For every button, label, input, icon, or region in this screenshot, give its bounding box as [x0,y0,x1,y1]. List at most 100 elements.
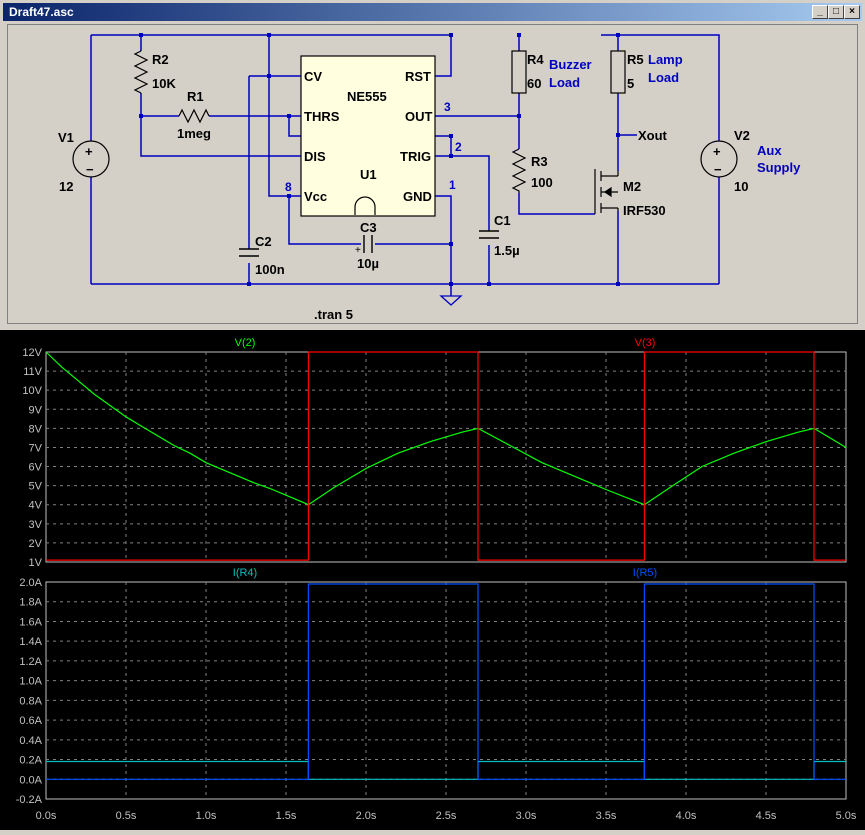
close-button[interactable]: × [844,5,860,19]
r4-name: R4 [527,52,544,67]
m2-value: IRF530 [623,203,666,218]
v1-source[interactable]: + − [72,140,110,178]
current-x-tick-label: 3.5s [596,810,617,822]
spice-directive[interactable]: .tran 5 [314,307,353,322]
ne555-part-label: NE555 [347,89,387,104]
v1-name: V1 [58,130,74,145]
c3-name: C3 [360,220,377,235]
c2-capacitor[interactable] [239,248,259,257]
junction-dots [139,33,620,286]
r5-resistor[interactable] [610,50,626,94]
c3-polarity: + [355,245,361,256]
current-y-tick-label: -0.2A [16,794,43,806]
r1-resistor[interactable] [178,108,210,124]
pin-cv-label: CV [304,69,322,84]
current-y-tick-label: 0.0A [19,774,42,786]
pin-dis-label: DIS [304,149,326,164]
current-y-tick-label: 0.6A [19,715,42,727]
r4-resistor[interactable] [511,50,527,94]
c1-name: C1 [494,213,511,228]
current-x-tick-label: 0.5s [116,810,137,822]
pin-thrs-label: THRS [304,109,340,124]
schematic-drawing: CV RST THRS OUT DIS TRIG Vcc GND NE555 U… [58,33,801,322]
r1-name: R1 [187,89,204,104]
r1-value: 1meg [177,126,211,141]
current-x-tick-label: 5.0s [836,810,857,822]
r3-resistor[interactable] [511,148,527,193]
c2-value: 100n [255,262,285,277]
current-y-tick-label: 0.4A [19,735,42,747]
voltage-y-tick-label: 10V [22,385,42,397]
schematic-window: Draft47.asc _ □ × [0,0,865,330]
m2-name: M2 [623,179,641,194]
svg-text:+: + [85,144,93,159]
current-x-tick-label: 2.0s [356,810,377,822]
current-plot-pane[interactable]: -0.2A0.0A0.2A0.4A0.6A0.8A1.0A1.2A1.4A1.6… [16,567,857,822]
current-y-tick-label: 2.0A [19,577,42,589]
voltage-legend-label: V(2) [235,337,256,349]
v2-value: 10 [734,179,748,194]
r3-value: 100 [531,175,553,190]
ne555-notch [354,196,376,215]
r4-value: 60 [527,76,541,91]
pin-trig-label: TRIG [400,149,431,164]
voltage-y-tick-label: 1V [29,557,43,569]
ground-icon [439,295,463,306]
current-x-tick-label: 2.5s [436,810,457,822]
current-legend-label: I(R4) [233,567,257,579]
pin-gnd-label: GND [403,189,432,204]
window-title: Draft47.asc [9,5,74,19]
current-x-tick-label: 1.0s [196,810,217,822]
voltage-y-tick-label: 4V [29,500,43,512]
schematic-canvas[interactable]: CV RST THRS OUT DIS TRIG Vcc GND NE555 U… [7,24,858,324]
voltage-y-tick-label: 3V [29,519,43,531]
m2-mosfet[interactable] [594,169,619,214]
current-y-tick-label: 1.8A [19,597,42,609]
pin-out-label: OUT [405,109,433,124]
c3-capacitor[interactable] [363,235,373,253]
r2-value: 10K [152,76,176,91]
pin-vcc-number: 8 [285,180,292,194]
current-x-tick-label: 1.5s [276,810,297,822]
voltage-series-v2 [45,351,847,506]
current-y-tick-label: 1.0A [19,676,42,688]
voltage-y-tick-label: 6V [29,462,43,474]
r4-note-line1: Buzzer [549,57,592,72]
pin-vcc-label: Vcc [304,189,327,204]
current-y-tick-label: 0.8A [19,695,42,707]
voltage-legend-label: V(3) [635,337,656,349]
pin-trig-number: 2 [455,140,462,154]
c1-value: 1.5µ [494,243,520,258]
r2-resistor[interactable] [133,50,149,94]
voltage-series-v3 [46,351,846,561]
c2-name: C2 [255,234,272,249]
v2-note-line2: Supply [757,160,801,175]
ne555-body[interactable] [300,55,436,217]
v2-note-line1: Aux [757,143,782,158]
pin-rst-label: RST [405,69,431,84]
current-x-tick-label: 3.0s [516,810,537,822]
c3-value: 10µ [357,256,379,271]
current-x-tick-label: 4.0s [676,810,697,822]
r5-value: 5 [627,76,634,91]
r5-name: R5 [627,52,644,67]
current-series-ir5 [46,583,846,780]
minimize-button[interactable]: _ [812,5,828,19]
title-bar[interactable]: Draft47.asc _ □ × [3,3,862,21]
r4-note-line2: Load [549,75,580,90]
current-y-tick-label: 0.2A [19,755,42,767]
c1-capacitor[interactable] [479,230,499,239]
v2-source[interactable]: + − [700,140,738,178]
maximize-button[interactable]: □ [828,5,844,19]
u1-name-label: U1 [360,167,377,182]
svg-text:−: − [714,162,722,177]
voltage-y-tick-label: 8V [29,423,43,435]
voltage-y-tick-label: 7V [29,442,43,454]
voltage-y-tick-label: 12V [22,347,42,359]
voltage-y-tick-label: 9V [29,404,43,416]
r5-note-line2: Load [648,70,679,85]
current-y-tick-label: 1.6A [19,616,42,628]
